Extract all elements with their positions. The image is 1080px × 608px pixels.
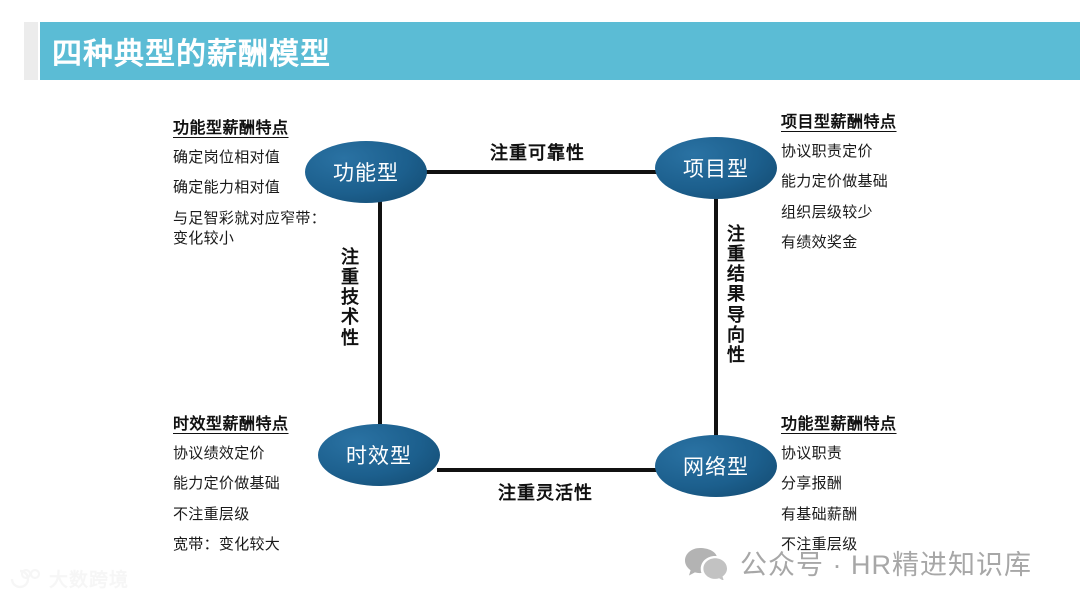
feature-item: 能力定价做基础 — [173, 475, 281, 493]
watermark-dashu-label: 大数跨境 — [49, 570, 130, 591]
node-network-label: 网络型 — [683, 456, 749, 479]
feature-item: 协议绩效定价 — [173, 445, 265, 462]
feature-item: 组织层级较少 — [781, 203, 873, 221]
wechat-icon — [685, 547, 727, 580]
edge-label-right: 注重结果导向性 — [727, 224, 747, 365]
edge-label-top: 注重可靠性 — [490, 143, 585, 163]
feature-title-project: 项目型薪酬特点 — [781, 114, 897, 131]
feature-item: 有绩效奖金 — [781, 233, 858, 251]
feature-item: 能力定价做基础 — [781, 173, 889, 191]
node-functional[interactable]: 功能型 — [305, 141, 427, 203]
feature-item: 不注重层级 — [173, 505, 250, 523]
feature-item: 协议职责定价 — [781, 143, 873, 160]
feature-block-project: 项目型薪酬特点 协议职责定价 能力定价做基础 组织层级较少 有绩效奖金 — [781, 108, 897, 263]
node-project[interactable]: 项目型 — [655, 137, 777, 199]
feature-item: 不注重层级 — [781, 535, 858, 553]
feature-item: 宽带：变化较大 — [173, 535, 281, 553]
node-network[interactable]: 网络型 — [655, 435, 777, 497]
watermark-wechat: 公众号 · HR精进知识库 — [684, 543, 1032, 582]
node-timeliness-label: 时效型 — [346, 445, 412, 468]
feature-title-network: 功能型薪酬特点 — [781, 416, 897, 433]
feature-block-functional: 功能型薪酬特点 确定岗位相对值 确定能力相对值 与足智彩就对应窄带： 变化较小 — [173, 114, 326, 259]
dashu-logo-icon — [10, 568, 41, 588]
title-accent-bar — [24, 22, 38, 80]
feature-block-network: 功能型薪酬特点 协议职责 分享报酬 有基础薪酬 不注重层级 — [781, 410, 897, 565]
feature-item: 确定岗位相对值 — [173, 149, 281, 166]
feature-item: 分享报酬 — [781, 475, 843, 493]
watermark-wechat-label: 公众号 · HR精进知识库 — [740, 550, 1032, 580]
watermark-dashu: 大数跨境 — [8, 565, 129, 592]
feature-item: 有基础薪酬 — [781, 505, 858, 523]
feature-title-timeliness: 时效型薪酬特点 — [173, 416, 289, 433]
feature-block-timeliness: 时效型薪酬特点 协议绩效定价 能力定价做基础 不注重层级 宽带：变化较大 — [173, 410, 289, 565]
feature-item: 与足智彩就对应窄带： 变化较小 — [173, 209, 327, 247]
node-functional-label: 功能型 — [333, 162, 399, 185]
title-band — [40, 22, 1080, 80]
node-project-label: 项目型 — [683, 158, 749, 181]
edge-label-left: 注重技术性 — [341, 247, 361, 348]
edge-label-bottom: 注重灵活性 — [498, 483, 593, 503]
feature-title-functional: 功能型薪酬特点 — [173, 120, 289, 137]
page-title: 四种典型的薪酬模型 — [52, 38, 331, 71]
title-bar: 四种典型的薪酬模型 — [0, 22, 1080, 80]
feature-item: 协议职责 — [781, 445, 843, 462]
feature-item: 确定能力相对值 — [173, 179, 281, 197]
node-timeliness[interactable]: 时效型 — [318, 424, 440, 486]
